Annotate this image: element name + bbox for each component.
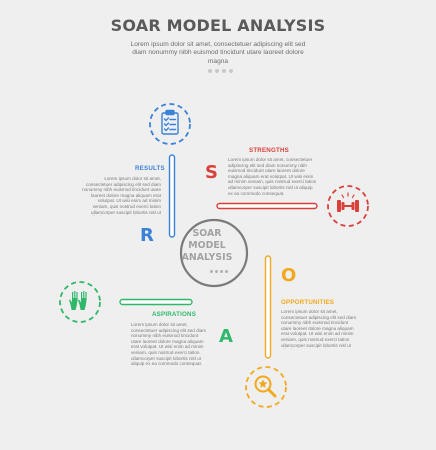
aspirations-letter: A xyxy=(219,326,233,347)
center-label: SOAR MODEL ANALYSIS xyxy=(178,228,236,264)
results-bar xyxy=(168,154,176,238)
center-line-1: SOAR xyxy=(192,228,222,239)
results-icon-badge xyxy=(149,103,191,145)
opportunities-icon-badge xyxy=(245,366,287,408)
center-ring xyxy=(179,218,249,288)
results-body: Lorem ipsum dolor sit amet, consectetuer… xyxy=(82,176,161,216)
strengths-heading: STRENGTHS xyxy=(249,147,289,154)
page-dots xyxy=(208,69,233,73)
center-dots xyxy=(210,270,228,273)
strengths-bar xyxy=(216,202,318,210)
strengths-body: Lorem ipsum dolor sit amet, consectetuer… xyxy=(228,157,317,196)
center-line-3: ANALYSIS xyxy=(181,252,233,263)
magnifier-star-icon xyxy=(254,375,277,398)
aspirations-icon-badge xyxy=(59,281,101,323)
dumbbell-icon xyxy=(337,200,359,212)
page-title: SOAR MODEL ANALYSIS xyxy=(110,16,326,35)
raised-hands-icon xyxy=(68,291,87,310)
opportunities-body: Lorem ipsum dolor sit amet, consectetuer… xyxy=(281,309,357,349)
opportunities-heading: OPPORTUNITIES xyxy=(281,299,335,306)
opportunities-letter: O xyxy=(281,265,297,286)
strengths-letter: S xyxy=(205,162,218,183)
center-line-2: MODEL xyxy=(188,240,226,251)
clipboard-checklist-icon xyxy=(161,109,179,135)
aspirations-heading: ASPIRATIONS xyxy=(152,311,197,318)
opportunities-bar xyxy=(264,255,272,359)
results-heading: RESULTS xyxy=(135,165,165,172)
results-letter: R xyxy=(140,225,154,246)
aspirations-bar xyxy=(119,298,193,306)
page-subtitle: Lorem ipsum dolor sit amet, consectetuer… xyxy=(130,41,306,65)
strengths-icon-badge xyxy=(327,185,369,227)
aspirations-body: Lorem ipsum dolor sit amet, consectetuer… xyxy=(131,322,207,367)
